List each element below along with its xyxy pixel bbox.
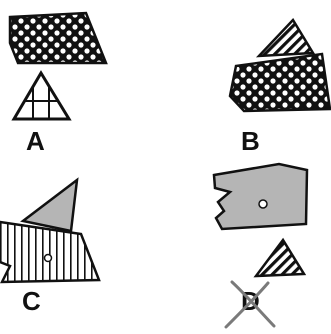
option-a-figure[interactable] bbox=[10, 13, 106, 119]
option-b-checkered-trapezoid bbox=[230, 54, 330, 111]
option-b-label[interactable]: B bbox=[241, 128, 260, 154]
option-b-striped-triangle bbox=[259, 20, 313, 56]
option-d-label[interactable]: D bbox=[241, 288, 260, 314]
option-c-vertical-striped-shape bbox=[0, 222, 99, 282]
option-a-label[interactable]: A bbox=[26, 128, 45, 154]
option-c-gray-triangle bbox=[23, 180, 77, 231]
option-d-gray-shape bbox=[214, 164, 307, 229]
option-c-center-dot bbox=[45, 255, 52, 262]
option-a-outlined-triangle bbox=[14, 73, 69, 119]
option-c-label[interactable]: C bbox=[22, 288, 41, 314]
option-c-figure[interactable] bbox=[0, 180, 99, 282]
option-d-figure[interactable] bbox=[214, 164, 307, 276]
option-b-figure[interactable] bbox=[230, 20, 330, 111]
option-d-striped-triangle bbox=[256, 240, 304, 276]
option-d-center-dot bbox=[259, 200, 267, 208]
option-a-checkered-trapezoid bbox=[10, 13, 106, 63]
